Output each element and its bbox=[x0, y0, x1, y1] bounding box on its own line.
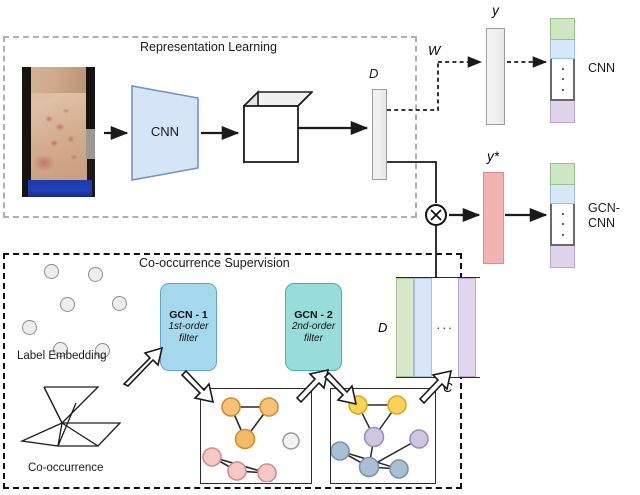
output-segment-green bbox=[550, 163, 575, 185]
multiply-operator-icon bbox=[425, 204, 447, 226]
cooccurrence-supervision-title: Co-occurrence Supervision bbox=[139, 256, 290, 270]
label-embedding-node bbox=[88, 267, 103, 282]
label-embedding-node bbox=[95, 343, 110, 358]
output-segment-ellipsis bbox=[550, 59, 575, 101]
graph-panel-first-order bbox=[200, 388, 312, 484]
y-logit-vector bbox=[486, 28, 505, 125]
output-bar-gcn-cnn bbox=[550, 163, 575, 268]
label-embedding-node bbox=[60, 297, 75, 312]
cooccurrence-caption: Co-occurrence bbox=[28, 462, 104, 474]
cnn-block bbox=[130, 80, 200, 186]
label-embedding-caption: Label Embedding bbox=[17, 350, 107, 362]
matrix-row-label-d: D bbox=[378, 320, 388, 335]
feature-map-cube bbox=[242, 90, 314, 164]
ystar-logit-vector bbox=[483, 172, 504, 264]
input-image-foot-rash bbox=[22, 67, 95, 197]
label-embedding-node bbox=[44, 264, 59, 279]
matrix-column-blue bbox=[414, 278, 432, 377]
output-label-cnn: CNN bbox=[588, 61, 616, 75]
output-segment-blue bbox=[550, 185, 575, 204]
cooccurrence-graph-sketch bbox=[10, 378, 145, 458]
output-label-gcn-cnn: GCN- CNN bbox=[588, 201, 620, 231]
matrix-column-purple bbox=[458, 278, 476, 377]
gcn-2-subtitle-line2: filter bbox=[304, 333, 323, 344]
gcn-2-block: GCN - 2 2nd-order filter bbox=[285, 283, 342, 371]
w-weight-label: W bbox=[428, 43, 441, 58]
gcn-2-subtitle-line1: 2nd-order bbox=[291, 321, 336, 332]
gcn-1-subtitle-line2: filter bbox=[179, 333, 198, 344]
representation-learning-title: Representation Learning bbox=[140, 40, 277, 54]
ystar-vector-label: y* bbox=[486, 149, 499, 164]
matrix-col-label-c: C bbox=[443, 380, 453, 395]
gcn-1-subtitle-line1: 1st-order bbox=[168, 321, 209, 332]
gcn-1-title: GCN - 1 bbox=[169, 309, 208, 321]
output-label-gcn-cnn-line2: CNN bbox=[588, 216, 616, 230]
output-segment-purple bbox=[550, 246, 575, 268]
cnn-block-label: CNN bbox=[150, 124, 180, 139]
matrix-column-ellipsis: ··· bbox=[432, 278, 458, 377]
d-feature-vector bbox=[372, 89, 387, 180]
representation-learning-section bbox=[3, 36, 417, 218]
graph-panel-second-order bbox=[330, 388, 436, 484]
output-bar-cnn bbox=[550, 18, 575, 123]
d-vector-label: D bbox=[369, 66, 379, 81]
label-embedding-node bbox=[112, 296, 127, 311]
output-label-gcn-cnn-line1: GCN- bbox=[588, 201, 620, 215]
gcn-2-title: GCN - 2 bbox=[294, 309, 333, 321]
gcn-1-block: GCN - 1 1st-order filter bbox=[160, 283, 217, 371]
y-vector-label: y bbox=[492, 3, 499, 18]
classifier-weight-matrix: ··· bbox=[396, 277, 480, 378]
label-embedding-node bbox=[53, 342, 68, 357]
output-segment-blue bbox=[550, 40, 575, 59]
label-embedding-node bbox=[22, 320, 37, 335]
output-segment-green bbox=[550, 18, 575, 40]
output-segment-ellipsis bbox=[550, 204, 575, 246]
output-segment-purple bbox=[550, 101, 575, 123]
matrix-column-green bbox=[396, 278, 414, 377]
